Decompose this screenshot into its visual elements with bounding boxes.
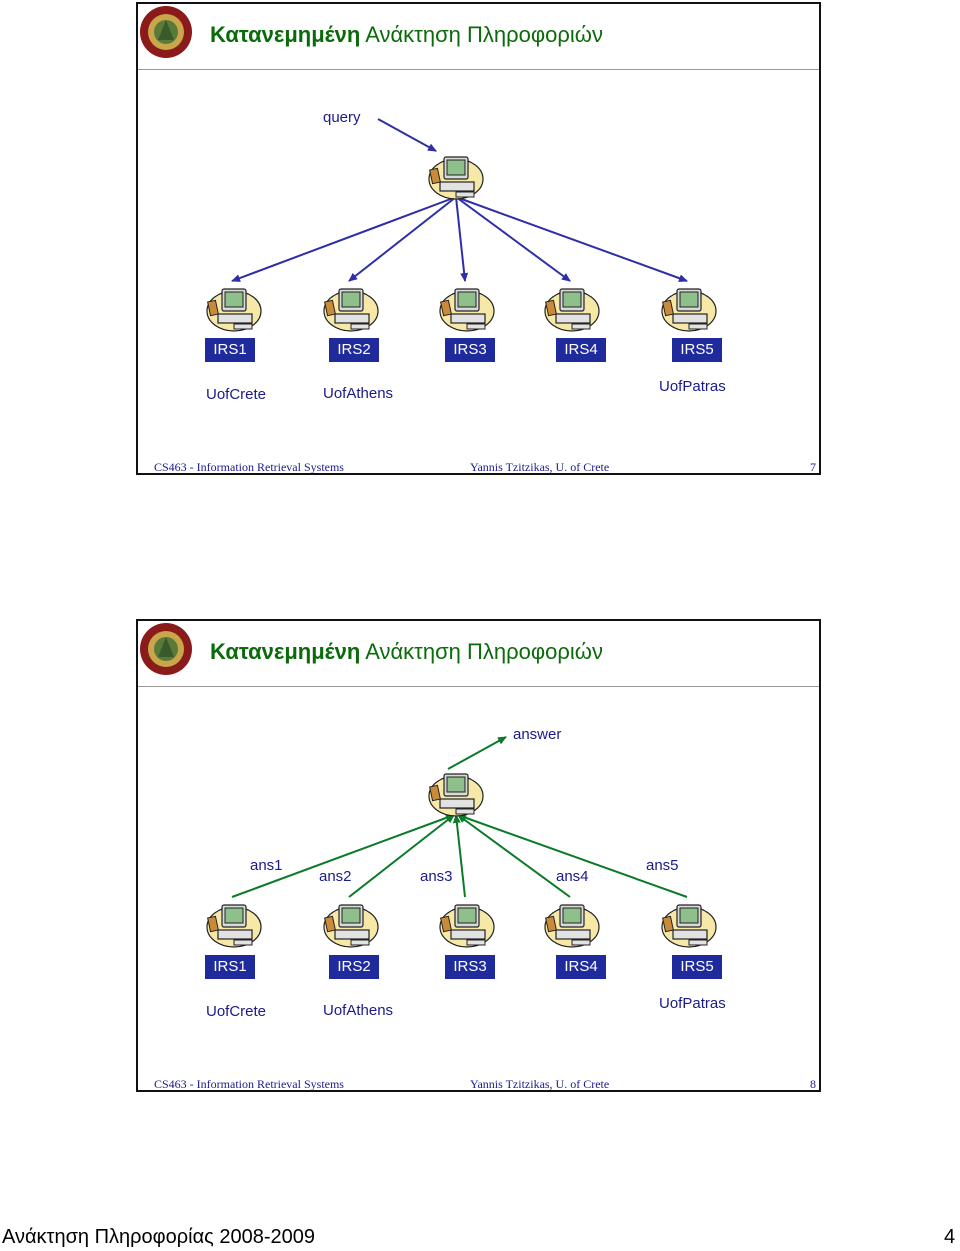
irs1-box: IRS1 [205,955,255,979]
site-uofpatras: UofPatras [659,995,726,1012]
answer-label: answer [513,726,562,743]
site-uofpatras: UofPatras [659,378,726,395]
irs3-box: IRS3 [445,955,495,979]
footer-author: Yannis Tzitzikas, U. of Crete [470,460,610,474]
slide-8: Κατανεμημένη Ανάκτηση Πληροφοριών answer… [136,619,821,1092]
title-divider [138,69,819,70]
slide-title: Κατανεμημένη Ανάκτηση Πληροφοριών [210,639,603,664]
site-uofathens: UofAthens [323,385,394,402]
edge-irs5 [455,196,688,283]
edge-irs3 [455,196,469,282]
edge-irs4 [455,196,571,282]
broker-computer-icon [426,766,484,818]
irs5-computer-icon [659,897,717,949]
irs4-computer-icon [542,897,600,949]
edge-ans4 [457,814,571,898]
irs5-box: IRS5 [672,338,722,362]
irs2-box: IRS2 [329,955,379,979]
edge-irs2 [348,196,457,282]
site-uofcrete: UofCrete [206,386,267,403]
answer-merge-diagram [231,736,688,898]
university-seal-icon [140,6,192,58]
ans5-label: ans5 [646,857,679,874]
slide-title: Κατανεμημένη Ανάκτηση Πληροφοριών [210,22,603,47]
edge-ans5 [457,813,688,898]
irs2-computer-icon [321,281,379,333]
edge-ans1 [231,814,455,898]
ans2-label: ans2 [319,868,352,885]
page-footer-number: 4 [944,1226,956,1248]
answer-arrow [447,736,507,770]
irs4-box: IRS4 [556,955,606,979]
irs1-computer-icon [204,897,262,949]
irs1-computer-icon [204,281,262,333]
site-uofathens: UofAthens [323,1002,394,1019]
footer-author: Yannis Tzitzikas, U. of Crete [470,1077,610,1091]
irs1-box: IRS1 [205,338,255,362]
query-label: query [323,109,361,126]
footer-page-number: 8 [810,1077,816,1091]
footer-course: CS463 - Information Retrieval Systems [154,1077,344,1091]
irs5-box: IRS5 [672,955,722,979]
irs4-computer-icon [542,281,600,333]
university-seal-icon [140,623,192,675]
title-divider [138,686,819,687]
broker-computer-icon [426,149,484,201]
irs3-computer-icon [437,897,495,949]
irs3-box: IRS3 [445,338,495,362]
slide-7: Κατανεμημένη Ανάκτηση Πληροφοριών query … [136,2,821,475]
edge-ans2 [348,814,455,898]
irs2-box: IRS2 [329,338,379,362]
footer-course: CS463 - Information Retrieval Systems [154,460,344,474]
query-arrow [377,118,437,152]
page-footer-title: Ανάκτηση Πληροφορίας 2008-2009 [2,1226,315,1248]
site-uofcrete: UofCrete [206,1003,267,1020]
ans1-label: ans1 [250,857,283,874]
query-distribution-diagram [231,118,688,283]
irs4-box: IRS4 [556,338,606,362]
irs5-computer-icon [659,281,717,333]
footer-page-number: 7 [810,460,816,474]
irs3-computer-icon [437,281,495,333]
edge-irs1 [231,196,457,282]
ans3-label: ans3 [420,868,453,885]
irs2-computer-icon [321,897,379,949]
ans4-label: ans4 [556,868,589,885]
edge-ans3 [452,814,466,898]
